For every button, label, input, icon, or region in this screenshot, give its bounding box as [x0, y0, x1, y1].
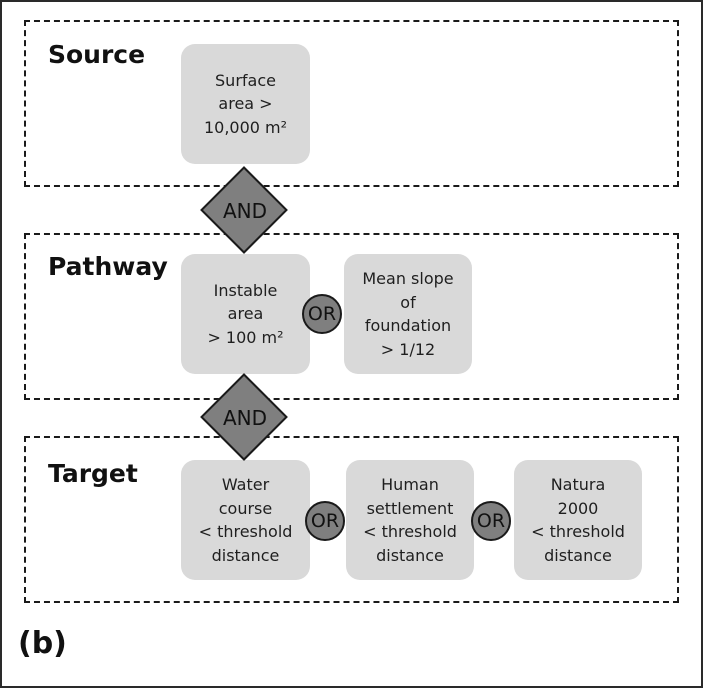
pathway-title: Pathway [48, 252, 168, 281]
and-operator-pathway-target: AND [200, 373, 290, 463]
source-section [24, 20, 679, 187]
natura-2000-node: Natura 2000 < threshold distance [514, 460, 642, 580]
source-title: Source [48, 40, 146, 69]
human-settlement-node: Human settlement < threshold distance [346, 460, 474, 580]
and-operator-source-pathway: AND [200, 166, 290, 256]
water-course-node: Water course < threshold distance [181, 460, 310, 580]
or-operator-target-1: OR [305, 501, 345, 541]
and-label: AND [222, 406, 268, 430]
surface-area-node: Surface area > 10,000 m² [181, 44, 310, 164]
panel-label: (b) [18, 626, 67, 661]
and-label: AND [222, 199, 268, 223]
or-operator-target-2: OR [471, 501, 511, 541]
target-title: Target [48, 459, 138, 488]
or-operator-pathway: OR [302, 294, 342, 334]
instable-area-node: Instable area > 100 m² [181, 254, 310, 374]
mean-slope-node: Mean slope of foundation > 1/12 [344, 254, 472, 374]
pathway-section [24, 233, 679, 400]
target-section [24, 436, 679, 603]
